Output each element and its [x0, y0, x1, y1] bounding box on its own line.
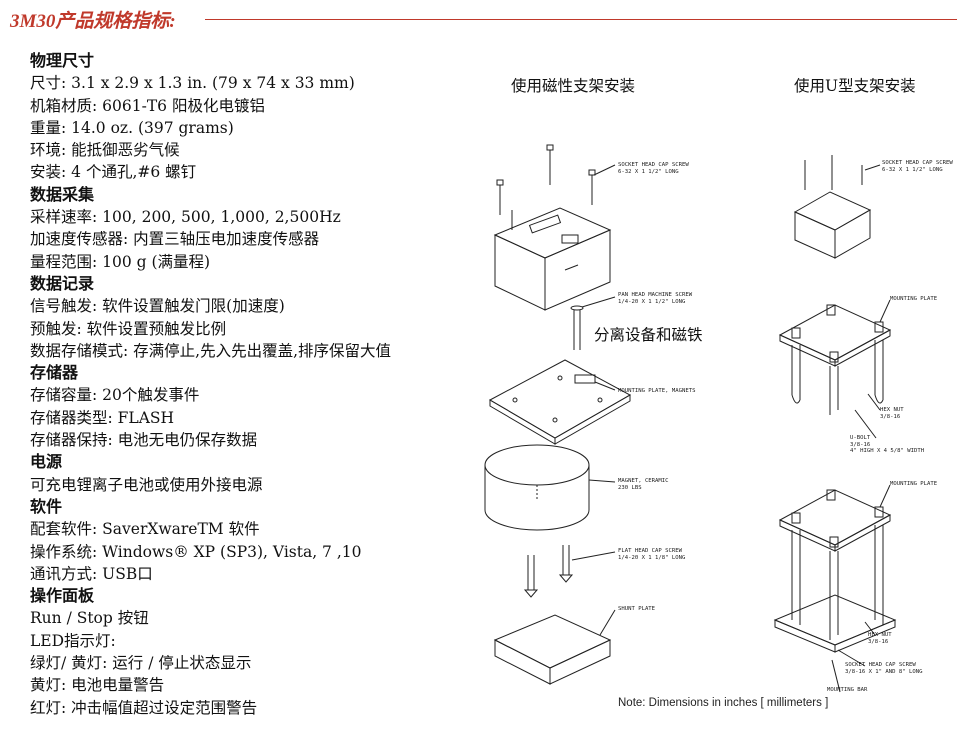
spec-line: 绿灯/ 黄灯: 运行 / 停止状态显示 [30, 654, 252, 673]
label-hex-nut-2: HEX NUT 3/8-16 [868, 632, 892, 645]
label-ubolt: U-BOLT 3/8-16 4" HIGH X 4 5/8" WIDTH [850, 435, 925, 454]
spec-line: 存储器类型: FLASH [30, 408, 175, 427]
spec-line: 数据存储模式: 存满停止,先入先出覆盖,排序保留大值 [30, 341, 392, 360]
spec-line: 机箱材质: 6061-T6 阳极化电镀铝 [30, 96, 265, 115]
ubolt-assembly-top [778, 299, 892, 439]
spec-line: 可充电锂离子电池或使用外接电源 [30, 475, 263, 494]
label-hex-nut-1: HEX NUT 3/8-16 [880, 407, 904, 420]
spec-line: 加速度传感器: 内置三轴压电加速度传感器 [30, 230, 320, 249]
device-box-right [793, 155, 881, 259]
shunt-plate [493, 614, 612, 685]
label-plate-magnets: MOUNTING PLATE, MAGNETS [618, 388, 696, 394]
spec-section-heading: 操作面板 [30, 586, 95, 606]
mounting-diagram: 使用磁性支架安装 使用U型支架安装 分离设备和磁铁 [470, 60, 965, 732]
spec-section-heading: 电源 [30, 452, 63, 472]
spec-line: 配套软件: SaverXwareTM 软件 [30, 520, 260, 539]
spec-line: 存储容量: 20个触发事件 [30, 386, 200, 405]
spec-line: 信号触发: 软件设置触发门限(加速度) [30, 297, 285, 316]
spec-line: 重量: 14.0 oz. (397 grams) [30, 118, 234, 137]
flat-head-screws [523, 545, 574, 598]
dimension-note: Note: Dimensions in inches [ millimeters… [618, 697, 829, 709]
spec-line: 通讯方式: USB口 [30, 564, 153, 583]
spec-section-heading: 数据记录 [30, 273, 95, 293]
spec-section-heading: 软件 [30, 496, 63, 516]
spec-line: 黄灯: 电池电量警告 [30, 676, 165, 695]
caption-separate: 分离设备和磁铁 [594, 326, 703, 344]
caption-magnetic-mount: 使用磁性支架安装 [511, 77, 636, 95]
magnet [484, 444, 590, 531]
spec-line: 采样速率: 100, 200, 500, 1,000, 2,500Hz [30, 208, 341, 227]
mounting-plate [488, 359, 632, 445]
label-mounting-bar: MOUNTING BAR [827, 687, 868, 693]
spec-line: 预触发: 软件设置预触发比例 [30, 319, 227, 338]
spec-line: 环境: 能抵御恶劣气候 [30, 141, 180, 160]
spec-line: 尺寸: 3.1 x 2.9 x 1.3 in. (79 x 74 x 33 mm… [30, 74, 355, 93]
spec-line: 安装: 4 个通孔,#6 螺钉 [30, 163, 197, 182]
pan-head-screw [570, 305, 584, 350]
label-pan-screw: PAN HEAD MACHINE SCREW 1/4-20 X 1 1/2" L… [618, 292, 693, 305]
label-flat-screw: FLAT HEAD CAP SCREW 1/4-20 X 1 1/8" LONG [618, 548, 686, 561]
spec-section-heading: 物理尺寸 [30, 51, 95, 70]
label-socket-screw-right: SOCKET HEAD CAP SCREW 6-32 X 1 1/2" LONG [882, 160, 953, 173]
device-box [493, 207, 612, 311]
label-mounting-plate-2: MOUNTING PLATE [890, 481, 938, 487]
label-shunt-plate: SHUNT PLATE [618, 606, 656, 612]
caption-ubolt-mount: 使用U型支架安装 [794, 77, 916, 95]
spec-line: 量程范围: 100 g (满量程) [30, 252, 211, 271]
label-mounting-plate-1: MOUNTING PLATE [890, 296, 938, 302]
spec-line: 红灯: 冲击幅值超过设定范围警告 [30, 698, 258, 717]
spec-line: LED指示灯: [30, 631, 116, 650]
spec-list: 物理尺寸尺寸: 3.1 x 2.9 x 1.3 in. (79 x 74 x 3… [30, 50, 480, 719]
label-socket-screw: SOCKET HEAD CAP SCREW 6-32 X 1 1/2" LONG [618, 162, 689, 175]
header-title: 3M30产品规格指标: [10, 11, 176, 32]
label-socket-screw-bottom: SOCKET HEAD CAP SCREW 3/8-16 X 1" AND 8"… [845, 662, 923, 675]
socket-screws-left [496, 144, 596, 230]
spec-line: 操作系统: Windows® XP (SP3), Vista, 7 ,10 [30, 542, 362, 561]
header-rule [205, 19, 957, 20]
spec-section-heading: 数据采集 [30, 184, 95, 204]
label-magnet: MAGNET, CERAMIC 230 LBS [618, 478, 669, 491]
spec-section-heading: 存储器 [30, 363, 79, 383]
exploded-drawing [484, 144, 897, 693]
spec-line: Run / Stop 按钮 [30, 609, 149, 628]
spec-line: 存储器保持: 电池无电仍保存数据 [30, 431, 258, 450]
ubolt-assembly-bottom [773, 484, 897, 693]
